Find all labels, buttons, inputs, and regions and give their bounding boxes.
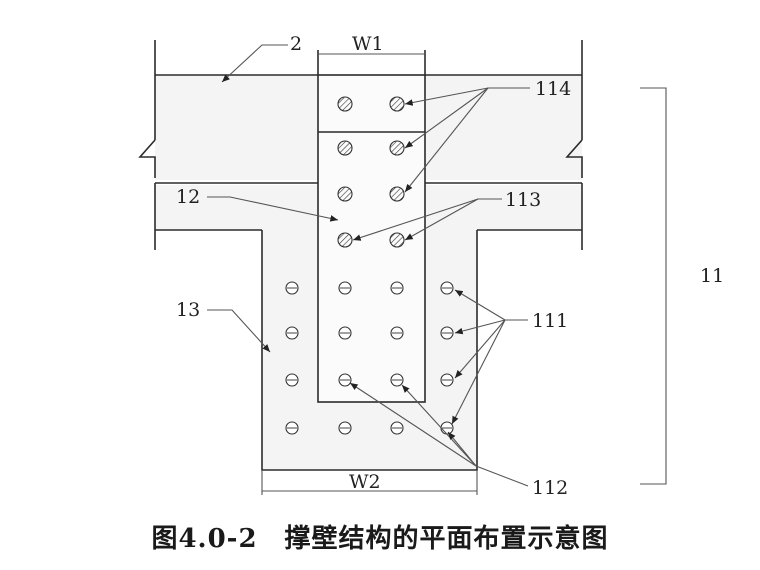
bolt xyxy=(338,281,352,295)
callout-111: 111 xyxy=(451,289,568,425)
middle-beam xyxy=(154,182,583,250)
bolt xyxy=(285,326,299,340)
label-113: 113 xyxy=(505,189,541,211)
callout-113: 113 xyxy=(352,189,541,241)
label-114: 114 xyxy=(535,78,571,100)
label-111: 111 xyxy=(532,310,568,332)
bracket-11: 11 xyxy=(640,87,724,485)
bolt xyxy=(338,326,352,340)
hatched-bolt xyxy=(337,232,353,248)
hatched-bolt xyxy=(389,140,405,156)
bolt xyxy=(440,326,454,340)
label-112: 112 xyxy=(532,477,568,499)
w1-dimension: W1 xyxy=(318,33,425,55)
bolt xyxy=(285,421,299,435)
hatched-bolt xyxy=(337,186,353,202)
label-12: 12 xyxy=(176,186,200,208)
label-11: 11 xyxy=(700,265,724,287)
callout-2: 2 xyxy=(221,33,302,83)
w1-label: W1 xyxy=(352,33,384,55)
hatched-bolt xyxy=(389,186,405,202)
w2-label: W2 xyxy=(349,471,381,493)
hatched-bolts xyxy=(337,96,405,248)
bolt xyxy=(285,281,299,295)
hatched-bolt xyxy=(337,140,353,156)
callout-112: 112 xyxy=(349,382,568,499)
hatched-bolt xyxy=(337,96,353,112)
hatched-bolt xyxy=(389,96,405,112)
bolt xyxy=(440,281,454,295)
bolt xyxy=(390,421,404,435)
bolt xyxy=(338,421,352,435)
top-wall xyxy=(138,40,583,178)
callout-13: 13 xyxy=(176,299,271,353)
lower-block xyxy=(261,230,478,471)
bolt xyxy=(338,373,352,387)
bolt xyxy=(390,373,404,387)
bolt xyxy=(440,373,454,387)
callout-114: 114 xyxy=(404,78,571,193)
bolt xyxy=(285,373,299,387)
w2-dimension: W2 xyxy=(261,470,478,495)
label-13: 13 xyxy=(176,299,200,321)
figure-caption: 图4.0-2 撑壁结构的平面布置示意图 xyxy=(151,524,609,554)
label-2: 2 xyxy=(290,33,302,55)
hatched-bolt xyxy=(389,232,405,248)
bolt xyxy=(440,421,454,435)
strut-plan-diagram: W1 W2 2 xyxy=(138,33,724,499)
bolt xyxy=(390,326,404,340)
bolt xyxy=(390,281,404,295)
callout-12: 12 xyxy=(176,186,339,222)
